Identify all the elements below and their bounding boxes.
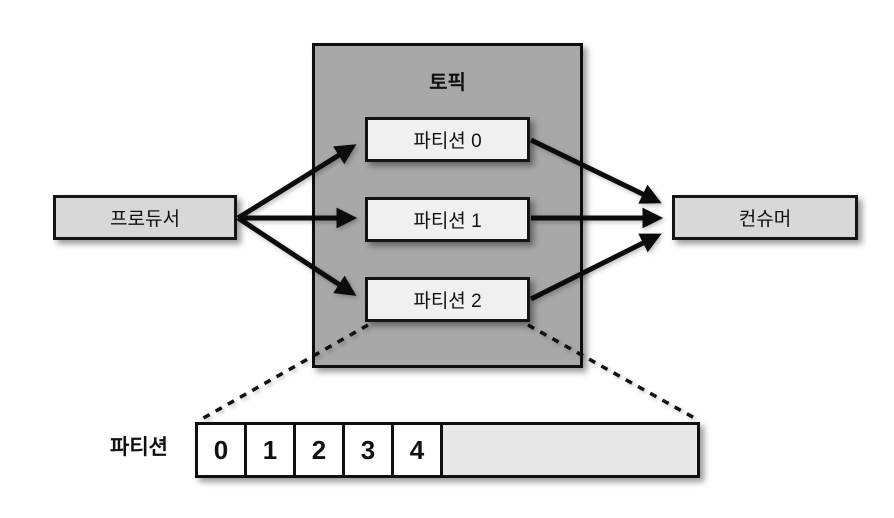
arrow-producer-partition0 (236, 144, 357, 221)
partition-2-box: 파티션 2 (365, 277, 530, 322)
partition-1-box: 파티션 1 (365, 197, 530, 242)
consumer-label: 컨슈머 (738, 209, 792, 230)
log-cell-2: 2 (296, 425, 345, 475)
log-cell-4: 4 (394, 425, 443, 475)
log-cell-0: 0 (198, 425, 247, 475)
zoom-dashed-lines (199, 323, 699, 422)
arrow-partition0-consumer (529, 137, 662, 204)
topic-label: 토픽 (429, 72, 466, 94)
partition-1-label: 파티션 1 (413, 211, 482, 232)
partition-2-label: 파티션 2 (413, 291, 482, 312)
consumer-arrows (529, 137, 664, 302)
partition-log-bar: 0 1 2 3 4 (195, 422, 700, 478)
partition-0-label: 파티션 0 (413, 131, 482, 152)
dashed-line-right (527, 323, 699, 422)
dashed-line-left (199, 323, 369, 422)
consumer-box: 컨슈머 (672, 195, 858, 240)
partition-detail-label: 파티션 (110, 436, 168, 459)
producer-arrows (236, 144, 358, 296)
producer-box: 프로듀서 (53, 195, 237, 240)
log-cell-3: 3 (345, 425, 394, 475)
partition-0-box: 파티션 0 (365, 117, 530, 162)
log-empty-segment (443, 425, 697, 475)
arrow-partition2-consumer (529, 233, 662, 302)
log-cell-1: 1 (247, 425, 296, 475)
arrow-producer-partition2 (236, 215, 357, 296)
producer-label: 프로듀서 (110, 209, 180, 230)
